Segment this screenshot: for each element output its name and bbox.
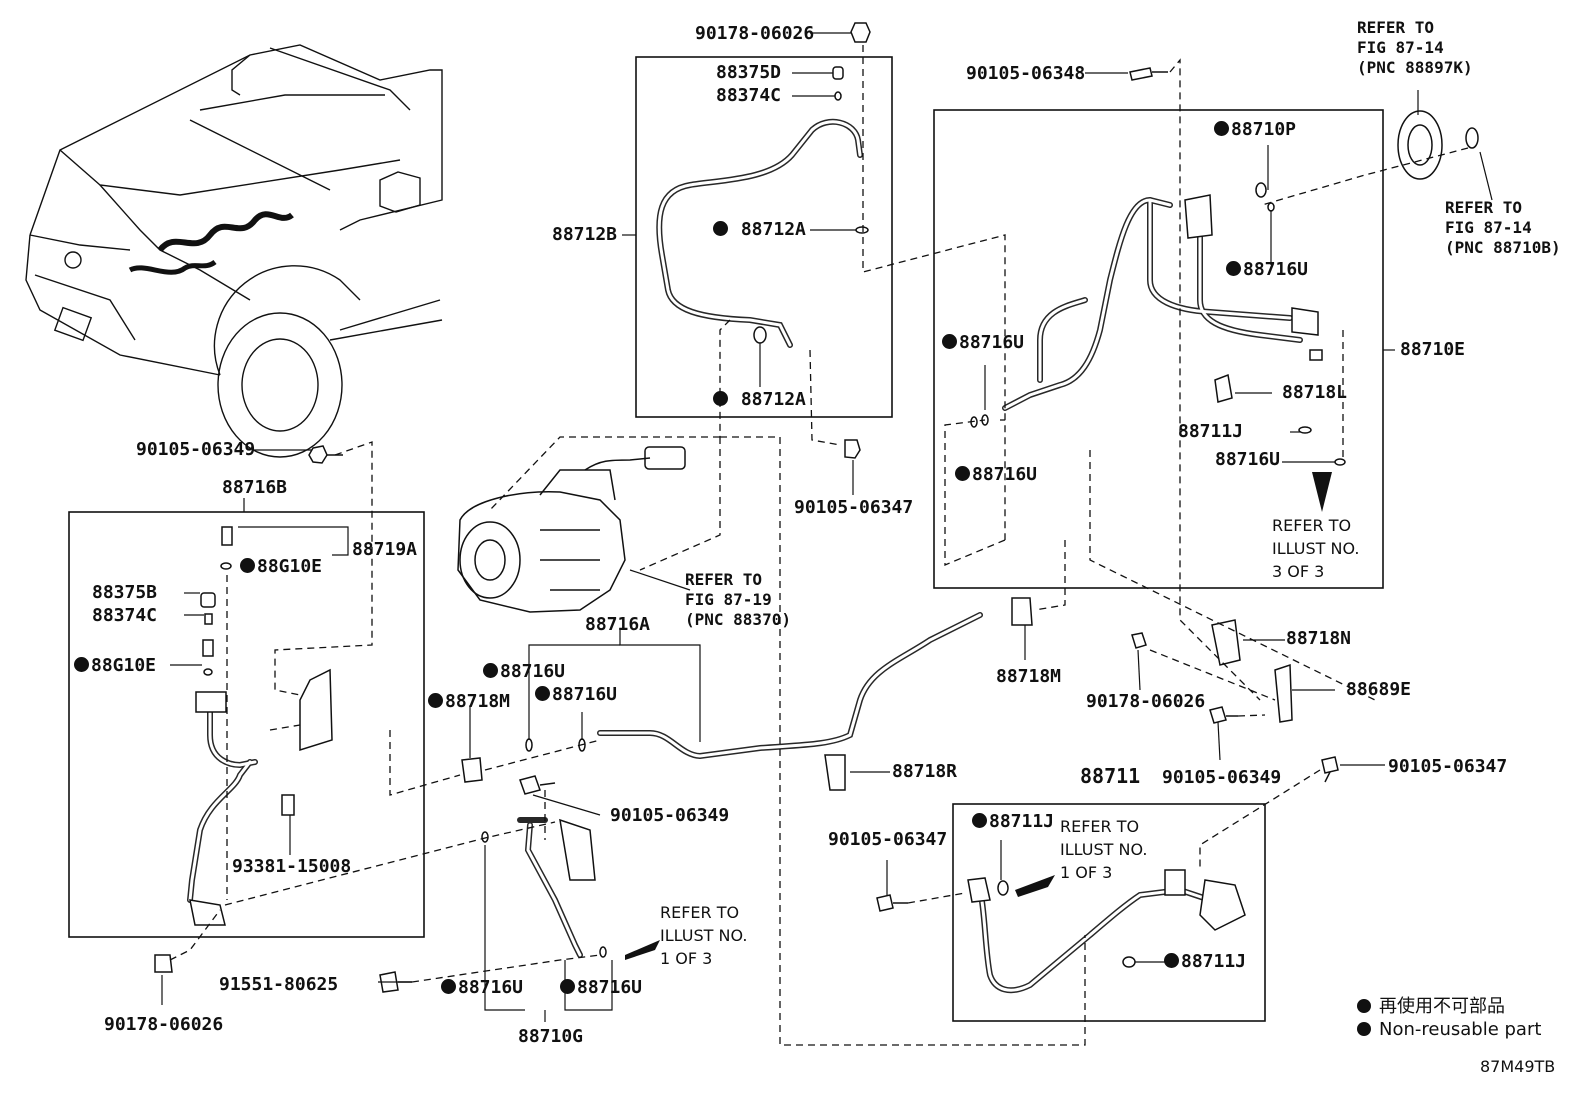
label-93381-15008: 93381-15008 xyxy=(232,856,352,877)
non-reusable-dot xyxy=(560,979,575,994)
label-88719A: 88719A xyxy=(352,539,418,560)
arrows xyxy=(625,472,1332,960)
label-91551-80625: 91551-80625 xyxy=(219,974,339,995)
label-88712A-mid: 88712A xyxy=(713,220,806,240)
label-88716U-r3: 88716U xyxy=(955,465,1037,485)
label-88716U-r2: 88716U xyxy=(942,333,1024,353)
label-90178-06026-r: 90178-06026 xyxy=(1086,691,1206,712)
box-88711 xyxy=(952,803,1266,1022)
label-88710E: 88710E xyxy=(1400,339,1466,360)
non-reusable-dot xyxy=(483,663,498,678)
ref-fig-87-14-b: REFER TO FIG 87-14 (PNC 88710B) xyxy=(1445,198,1561,257)
leader-lines xyxy=(161,32,1493,1022)
label-88374C-top: 88374C xyxy=(716,85,782,106)
label-90105-06347-r: 90105-06347 xyxy=(1388,756,1508,777)
compressor-illustration xyxy=(457,446,686,613)
label-88718N: 88718N xyxy=(1286,628,1352,649)
label-88718R: 88718R xyxy=(892,761,958,782)
dashed-connectors xyxy=(169,45,1469,1046)
label-88375B: 88375B xyxy=(92,582,158,603)
ref-illust-3-of-3: REFER TO ILLUST NO. 3 OF 3 xyxy=(1272,516,1360,581)
legend-jp: 再使用不可部品 xyxy=(1357,992,1505,1018)
label-90105-06347-b: 90105-06347 xyxy=(828,829,948,850)
non-reusable-dot xyxy=(942,334,957,349)
box-88710E xyxy=(933,109,1384,589)
ref-illust-1-of-3-a: REFER TO ILLUST NO. 1 OF 3 xyxy=(660,903,748,968)
arrow-right-1 xyxy=(625,940,660,960)
label-88374C-l: 88374C xyxy=(92,605,158,626)
ref-illust-1-of-3-b: REFER TO ILLUST NO. 1 OF 3 xyxy=(1060,817,1148,882)
non-reusable-dot xyxy=(955,466,970,481)
label-90105-06349-l: 90105-06349 xyxy=(136,439,256,460)
label-88711J-b1: 88711J xyxy=(972,812,1054,832)
label-88716U-b1: 88716U xyxy=(441,978,523,998)
legend-dot xyxy=(1357,999,1371,1013)
legend-en: Non-reusable part xyxy=(1357,1019,1541,1040)
non-reusable-dot xyxy=(74,657,89,672)
label-88716U-r4: 88716U xyxy=(1215,449,1281,470)
non-reusable-dot xyxy=(535,686,550,701)
label-90178-06026-bl: 90178-06026 xyxy=(104,1014,224,1035)
box-88716B xyxy=(68,511,425,938)
ref-fig-87-14-a: REFER TO FIG 87-14 (PNC 88897K) xyxy=(1357,18,1473,77)
box-88712B xyxy=(635,56,893,418)
label-88712A-low: 88712A xyxy=(713,390,806,410)
label-88716A: 88716A xyxy=(585,614,651,635)
arrow-down xyxy=(1312,472,1332,512)
non-reusable-dot xyxy=(240,558,255,573)
label-88716U-b2: 88716U xyxy=(560,978,642,998)
label-88711J-r: 88711J xyxy=(1178,421,1244,442)
engine-hose-sketch xyxy=(157,211,294,253)
label-88718L: 88718L xyxy=(1282,382,1348,403)
arrow-right-2 xyxy=(1015,875,1055,897)
label-88712B: 88712B xyxy=(552,224,618,245)
label-88375D: 88375D xyxy=(716,62,782,83)
label-88716U-r1: 88716U xyxy=(1226,260,1308,280)
non-reusable-dot xyxy=(428,693,443,708)
label-88718M-l: 88718M xyxy=(428,692,510,712)
non-reusable-dot xyxy=(1226,261,1241,276)
label-88G10E-1: 88G10E xyxy=(240,557,322,577)
non-reusable-dot xyxy=(1164,953,1179,968)
vehicle-illustration xyxy=(25,44,443,458)
label-88689E: 88689E xyxy=(1346,679,1412,700)
non-reusable-dot xyxy=(713,391,728,406)
label-88710P: 88710P xyxy=(1214,120,1296,140)
figure-code: 87M49TB xyxy=(1480,1057,1556,1076)
label-90178-06026-top: 90178-06026 xyxy=(695,23,815,44)
non-reusable-dot xyxy=(1214,121,1229,136)
non-reusable-dot xyxy=(713,221,728,236)
label-88716B: 88716B xyxy=(222,477,288,498)
label-90105-06347-c: 90105-06347 xyxy=(794,497,914,518)
label-88710G: 88710G xyxy=(518,1026,584,1047)
label-88G10E-2: 88G10E xyxy=(74,656,156,676)
label-88718M-r: 88718M xyxy=(996,666,1062,687)
non-reusable-dot xyxy=(441,979,456,994)
non-reusable-dot xyxy=(972,813,987,828)
legend-dot xyxy=(1357,1022,1371,1036)
label-88716U-c1: 88716U xyxy=(483,662,565,682)
ref-fig-87-19: REFER TO FIG 87-19 (PNC 88370) xyxy=(685,570,791,629)
label-90105-06349-c: 90105-06349 xyxy=(610,805,730,826)
label-88711J-b2: 88711J xyxy=(1164,952,1246,972)
label-88711: 88711 xyxy=(1080,764,1141,788)
small-parts xyxy=(154,22,1479,993)
label-88716U-c2: 88716U xyxy=(535,685,617,705)
bolt-90178-06026-top xyxy=(850,22,871,43)
label-90105-06348: 90105-06348 xyxy=(966,63,1086,84)
label-90105-06349-r: 90105-06349 xyxy=(1162,767,1282,788)
